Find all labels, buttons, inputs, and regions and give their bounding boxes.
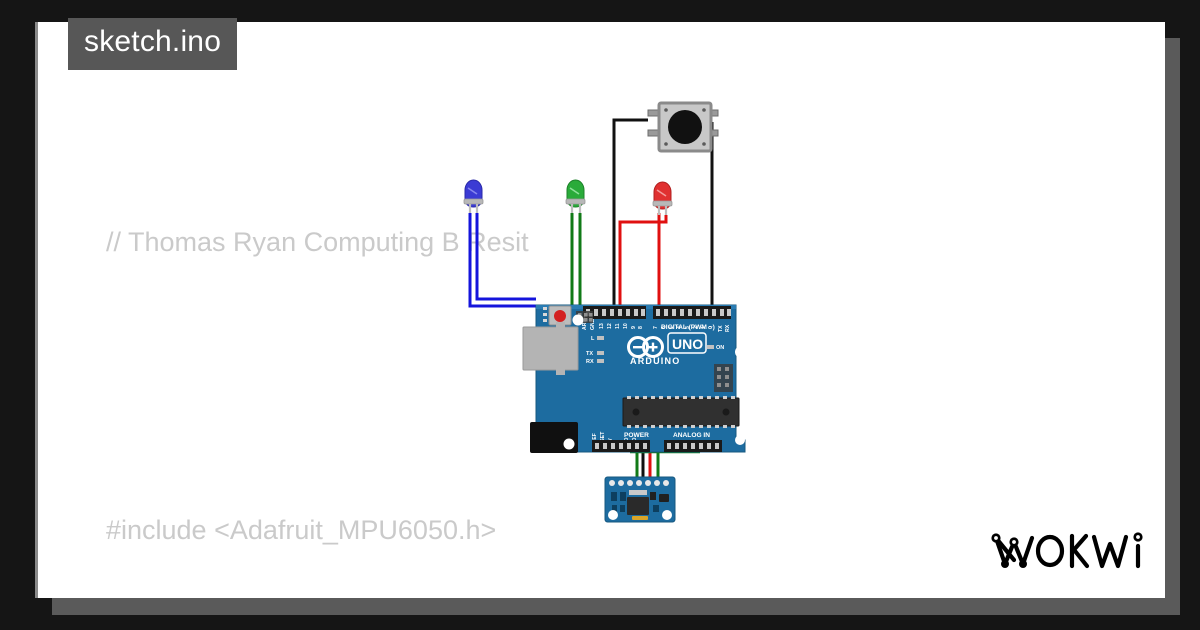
editor-panel: // Thomas Ryan Computing B Resit #includ…: [35, 22, 1165, 598]
code-line: #include <Adafruit_MPU6050.h>: [106, 515, 497, 545]
file-tab-sketch[interactable]: sketch.ino: [68, 18, 238, 70]
wokwi-logo: [991, 532, 1143, 569]
code-line: [106, 362, 1146, 410]
code-line: // Thomas Ryan Computing B Resit: [106, 227, 529, 257]
panel-bottom-shadow: [52, 598, 1180, 615]
